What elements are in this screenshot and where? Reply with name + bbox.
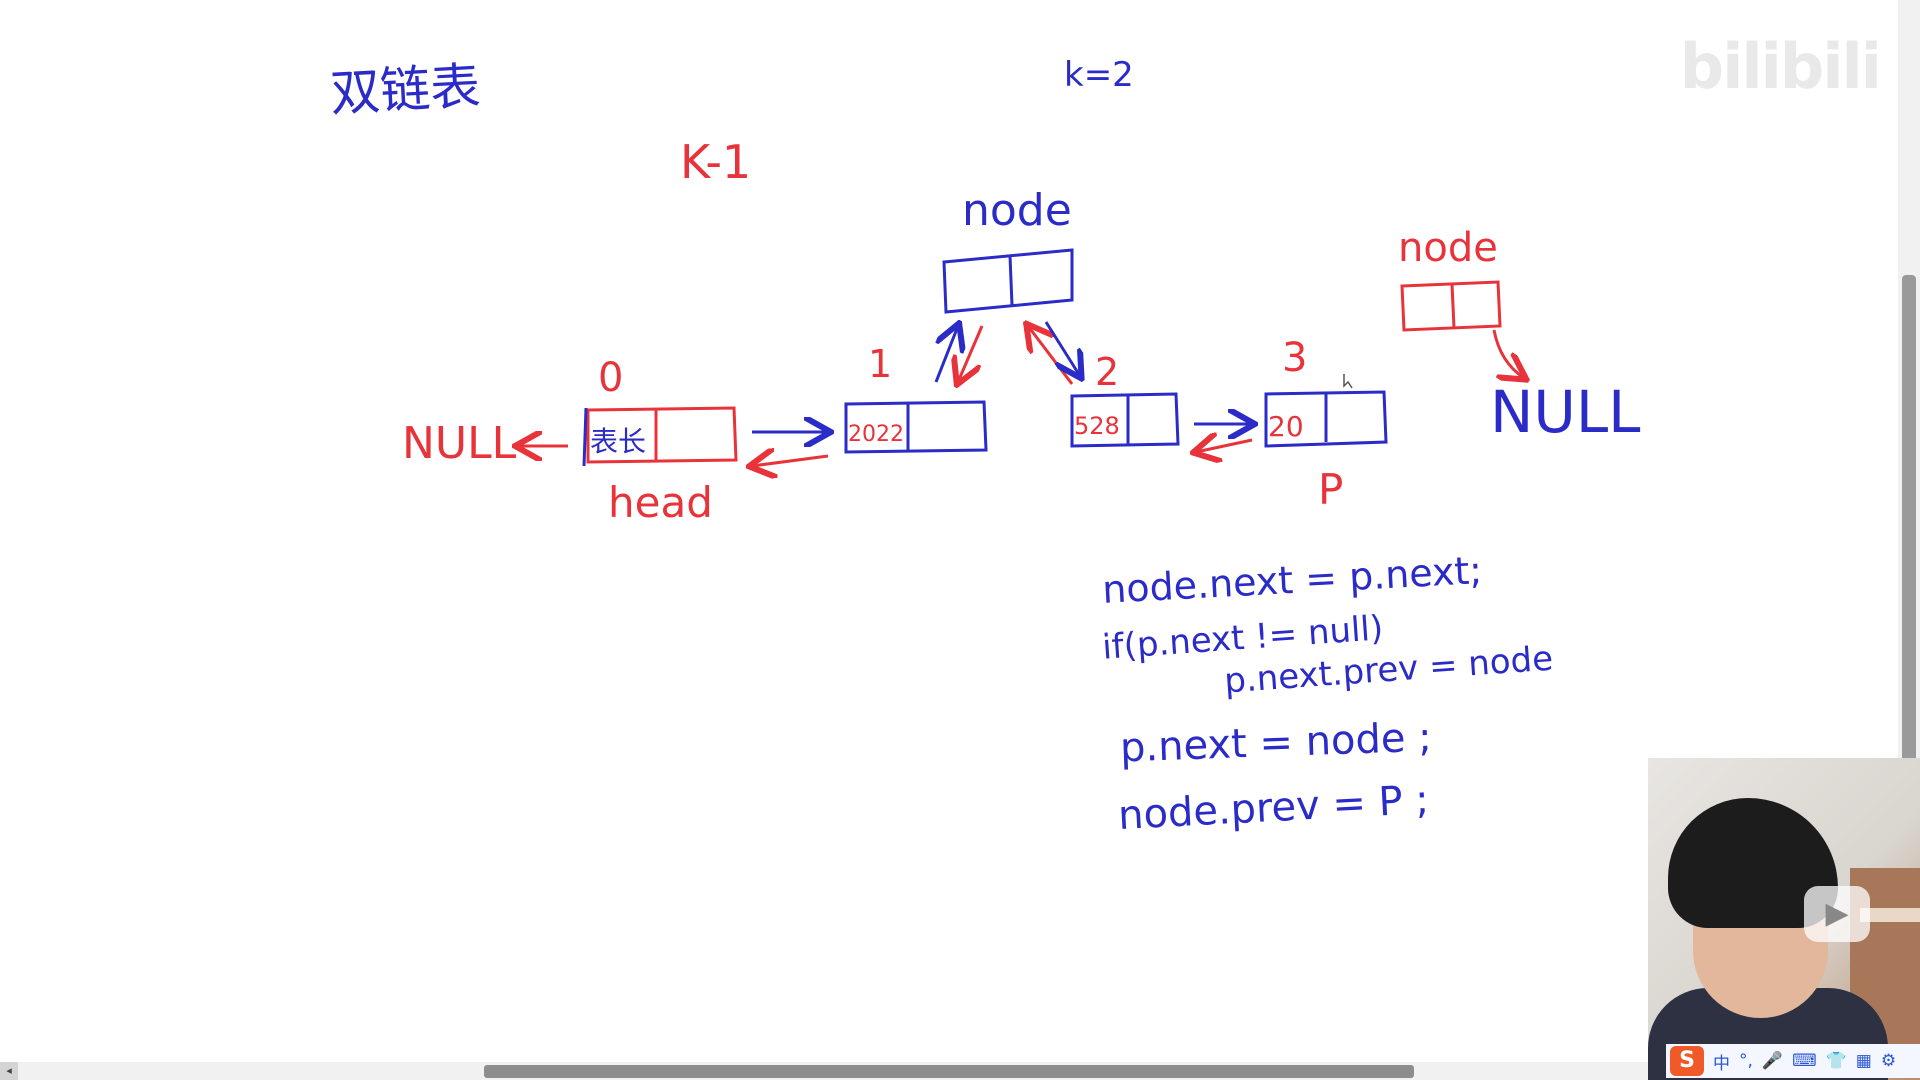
ime-skin-icon[interactable]: 👕	[1825, 1051, 1847, 1071]
horizontal-scrollbar[interactable]: ◂	[0, 1062, 1648, 1080]
bilibili-watermark: bilibili	[1679, 30, 1882, 103]
ime-punctuation-icon[interactable]: °,	[1739, 1051, 1753, 1071]
node-value-0: 表长	[590, 425, 647, 458]
scroll-left-arrow-icon[interactable]: ◂	[0, 1062, 18, 1080]
arrow-1-to-node	[934, 326, 958, 383]
node-value-1: 2022	[848, 422, 904, 447]
head-caption: head	[608, 478, 713, 527]
node-top-label: node	[962, 185, 1072, 236]
arrow-node-to-1	[958, 325, 984, 382]
null-right-text: NULL	[1490, 378, 1641, 446]
node-value-2: 528	[1074, 412, 1120, 440]
node-2-box	[1070, 392, 1180, 448]
ime-microphone-icon[interactable]: 🎤	[1761, 1051, 1784, 1071]
ime-settings-icon[interactable]: ⚙	[1880, 1051, 1897, 1071]
ime-keyboard-icon[interactable]: ⌨	[1792, 1051, 1817, 1071]
arrow-3-to-2	[1196, 440, 1253, 452]
webcam-overlay: ▶	[1648, 758, 1920, 1080]
null-left-text: NULL	[402, 418, 517, 469]
k-minus-text: K-1	[680, 135, 752, 189]
node-value-3: 20	[1268, 410, 1304, 443]
arrow-node-right-to-null	[1492, 329, 1524, 378]
node-index-3: 3	[1282, 335, 1308, 381]
node-right-box	[1400, 280, 1502, 332]
shelf-book	[1860, 908, 1920, 922]
ime-toolbar[interactable]: S 中 °, 🎤 ⌨ 👕 ▦ ⚙	[1666, 1044, 1920, 1078]
node-0-box	[582, 406, 738, 467]
node-3-box	[1264, 390, 1388, 448]
play-button-icon[interactable]: ▶	[1804, 886, 1870, 942]
ime-toolbox-icon[interactable]: ▦	[1855, 1051, 1872, 1071]
ime-chinese-mode[interactable]: 中	[1713, 1053, 1730, 1074]
condition-text: k=2	[1064, 55, 1134, 95]
horizontal-scrollbar-thumb[interactable]	[484, 1065, 1414, 1078]
node-index-2: 2	[1095, 350, 1120, 394]
p-caption: P	[1318, 465, 1344, 514]
node-1-box	[844, 400, 988, 454]
pointer-cursor-icon	[1343, 374, 1353, 389]
sogou-logo-icon[interactable]: S	[1670, 1046, 1704, 1076]
arrow-node-to-2	[1044, 321, 1080, 376]
arrow-1-to-0	[752, 456, 829, 466]
node-index-1: 1	[868, 342, 893, 386]
node-right-label: node	[1398, 225, 1498, 271]
node-index-0: 0	[598, 355, 624, 401]
node-top-box	[942, 248, 1074, 314]
